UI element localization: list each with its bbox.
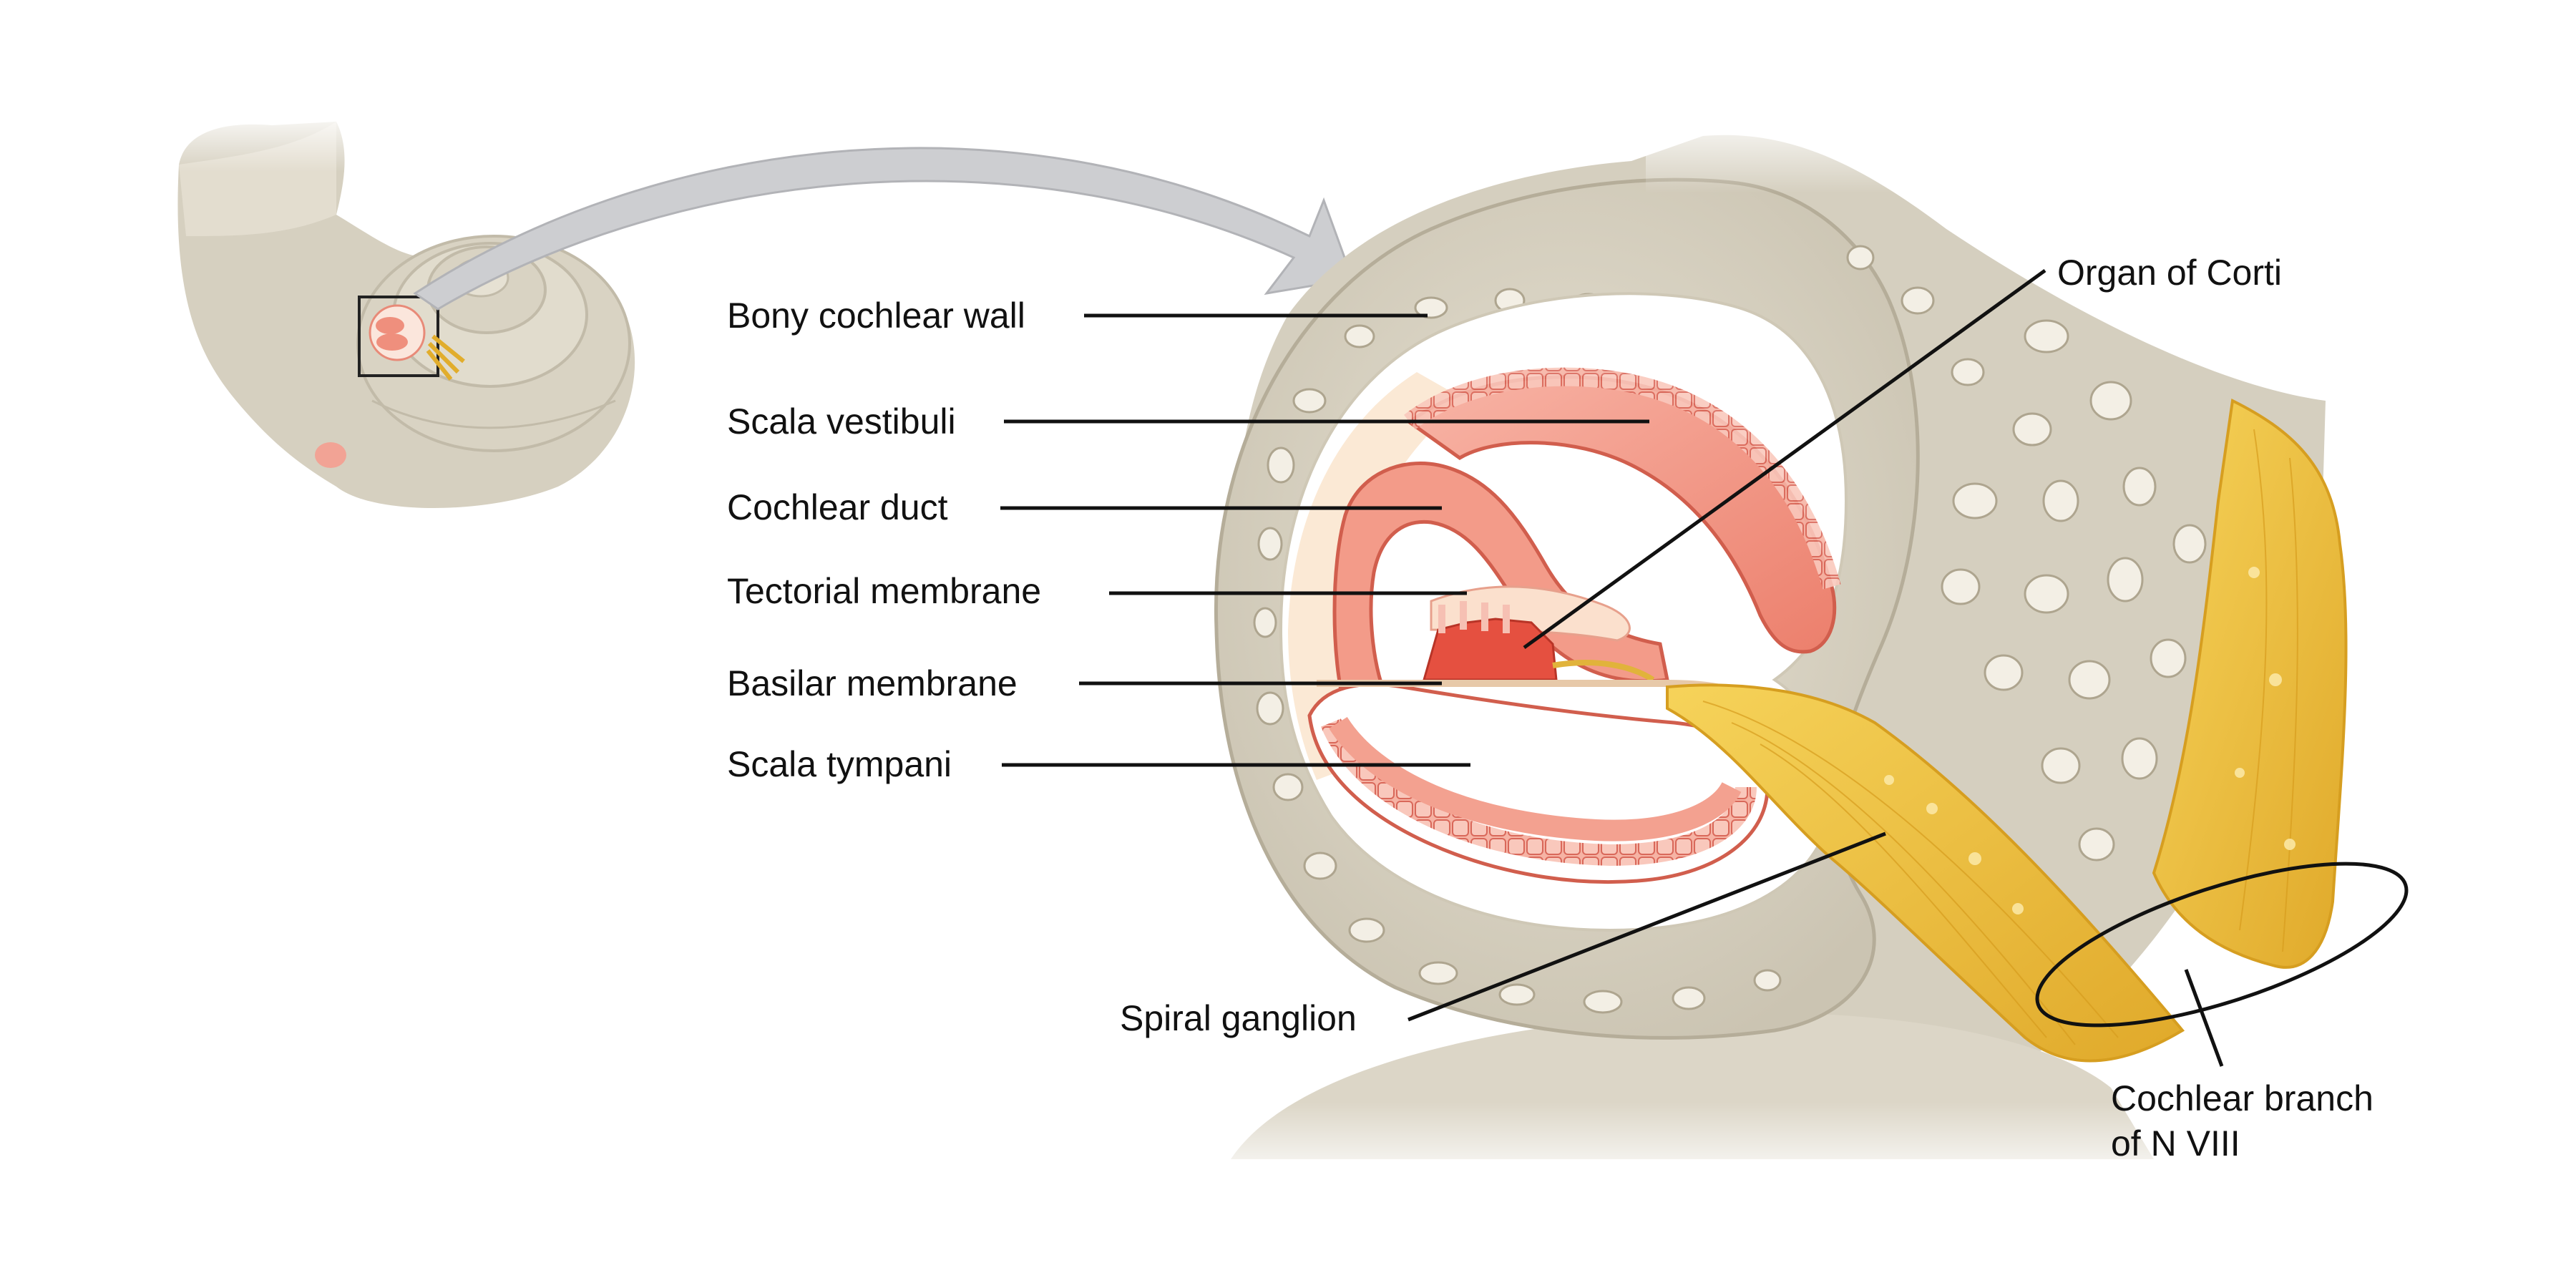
labels: Bony cochlear wall Scala vestibuli Cochl… [727, 253, 2373, 1163]
magnification-box [358, 296, 439, 377]
label-scala-vestibuli: Scala vestibuli [727, 401, 956, 441]
label-organ-of-corti: Organ of Corti [2057, 253, 2282, 293]
label-bony-cochlear-wall: Bony cochlear wall [727, 296, 1025, 336]
label-cochlear-branch-line2: of N VIII [2111, 1123, 2240, 1163]
label-tectorial-membrane: Tectorial membrane [727, 571, 1041, 611]
label-cochlear-duct: Cochlear duct [727, 487, 948, 527]
leader-cochlear-branch [2184, 969, 2224, 1067]
nerve-loop [2035, 862, 2409, 1028]
organ-of-corti-structure [1423, 601, 1655, 683]
leader-spiral-ganglion [1407, 831, 1886, 1022]
bone-pores [1253, 245, 2207, 1014]
cochlea-cross-section [1214, 107, 2409, 1188]
label-spiral-ganglion: Spiral ganglion [1120, 998, 1357, 1038]
label-cochlear-branch-line1: Cochlear branch [2111, 1078, 2373, 1118]
label-scala-tympani: Scala tympani [727, 744, 952, 784]
leader-organ-of-corti [1523, 268, 2046, 650]
cochlea-overview [172, 107, 635, 508]
label-basilar-membrane: Basilar membrane [727, 663, 1018, 703]
